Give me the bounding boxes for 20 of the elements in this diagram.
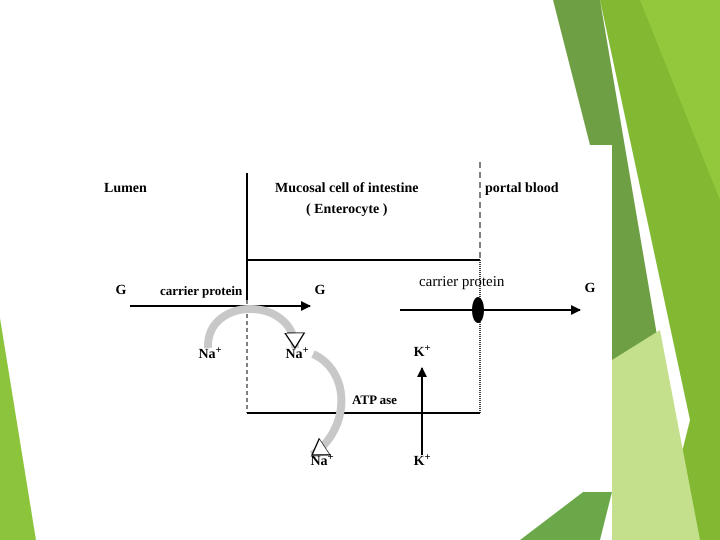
- ion-label: G: [584, 282, 596, 296]
- ion-label: Na$^{+}$: [198, 348, 222, 362]
- curved-block-arrow: [204, 305, 303, 349]
- text-label: ATP ase: [352, 393, 397, 406]
- arrow: [130, 301, 311, 311]
- ion-label: G: [314, 284, 326, 298]
- arrow: [400, 305, 581, 315]
- text-label: carrier protein: [419, 275, 504, 290]
- text-label: Lumen: [104, 182, 147, 196]
- text-label: portal blood: [485, 182, 559, 196]
- text-label: ( Enterocyte ): [306, 203, 388, 217]
- ion-label: Na$^{+}$: [285, 348, 309, 362]
- arrow: [417, 367, 427, 455]
- ion-label: G: [116, 284, 126, 298]
- text-label: Mucosal cell of intestine: [275, 182, 418, 196]
- text-label: carrier protein: [160, 284, 242, 297]
- ion-label: Na$^{+}$: [310, 455, 334, 469]
- ion-label: K$^{+}$: [414, 346, 430, 360]
- ion-label: K$^{+}$: [414, 455, 430, 469]
- curved-block-arrow: [310, 350, 346, 458]
